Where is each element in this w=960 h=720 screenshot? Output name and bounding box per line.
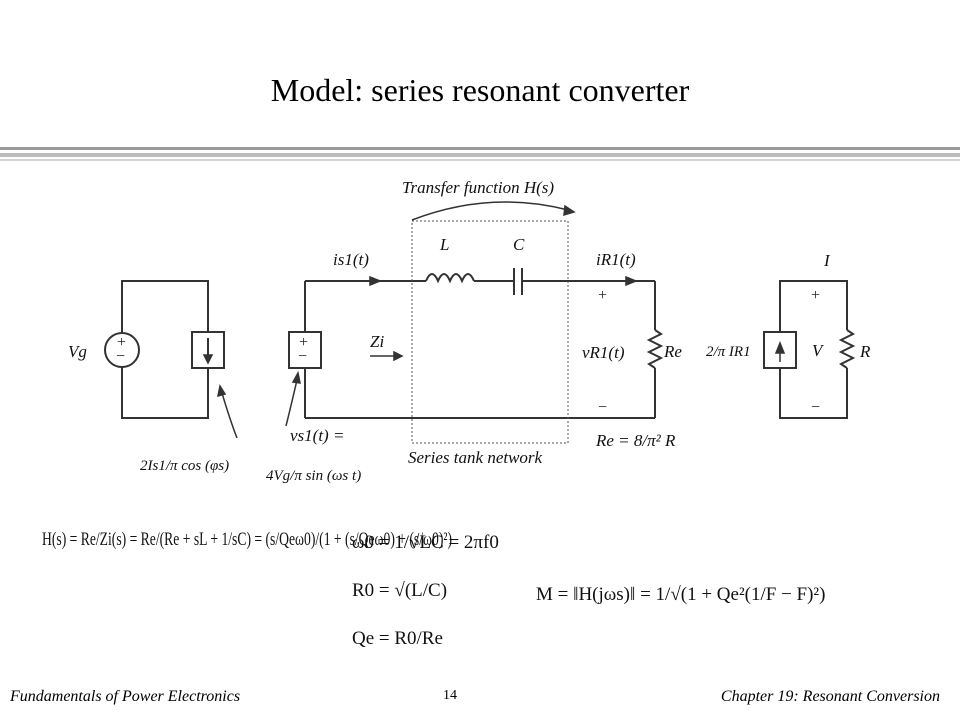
svg-text:−: − bbox=[811, 399, 820, 416]
svg-text:−: − bbox=[116, 348, 125, 365]
equation-omega0: ω0 = 1/√LC = 2πf0 bbox=[352, 532, 499, 553]
footer-chapter: Chapter 19: Resonant Conversion bbox=[720, 688, 940, 705]
equation-H: H(s) = Re/Zi(s) = Re/(Re + sL + 1/sC) = … bbox=[42, 529, 452, 550]
source-vg bbox=[104, 332, 140, 368]
label-load-source: 2/π IR1 bbox=[706, 344, 751, 360]
label-series-tank: Series tank network bbox=[408, 448, 543, 467]
inductor-L bbox=[425, 273, 475, 284]
label-load-resistor: R bbox=[859, 342, 871, 361]
label-Re: Re bbox=[663, 342, 682, 361]
svg-text:+: + bbox=[811, 287, 820, 304]
label-Zi: Zi bbox=[370, 332, 384, 351]
label-transfer-function: Transfer function H(s) bbox=[402, 178, 554, 197]
label-iR1: iR1(t) bbox=[596, 250, 636, 269]
equation-R0: R0 = √(L/C) bbox=[352, 580, 447, 601]
label-vs1-expr: 4Vg/π sin (ωs t) bbox=[266, 468, 361, 484]
label-capacitor: C bbox=[513, 235, 525, 254]
slide-title: Model: series resonant converter bbox=[270, 72, 690, 108]
svg-text:+: + bbox=[598, 287, 607, 304]
equation-M: M = ‖H(jωs)‖ = 1/√(1 + Qe²(1/F − F)²) bbox=[536, 584, 825, 605]
svg-text:−: − bbox=[598, 399, 607, 416]
label-re-def: Re = 8/π² R bbox=[595, 431, 676, 450]
footer-book-title: Fundamentals of Power Electronics bbox=[10, 688, 241, 705]
source-vs1 bbox=[288, 331, 322, 369]
svg-text:+: + bbox=[117, 334, 126, 351]
page-number: 14 bbox=[443, 688, 457, 703]
svg-text:+: + bbox=[299, 334, 308, 351]
tank-boundary bbox=[411, 220, 569, 444]
resistor-Re bbox=[646, 329, 664, 369]
equation-Qe: Qe = R0/Re bbox=[352, 628, 443, 649]
svg-text:−: − bbox=[298, 348, 307, 365]
label-vR1: vR1(t) bbox=[582, 343, 625, 362]
resistor-R bbox=[838, 329, 856, 369]
title-rule bbox=[0, 147, 960, 161]
label-load-current: I bbox=[823, 251, 831, 270]
label-vg: Vg bbox=[68, 342, 87, 361]
label-vs1-def: vs1(t) = bbox=[290, 426, 344, 445]
label-is1: is1(t) bbox=[333, 250, 369, 269]
label-load-voltage: V bbox=[812, 341, 825, 360]
label-inductor: L bbox=[439, 235, 449, 254]
label-is1-expr: 2Is1/π cos (φs) bbox=[140, 458, 229, 474]
